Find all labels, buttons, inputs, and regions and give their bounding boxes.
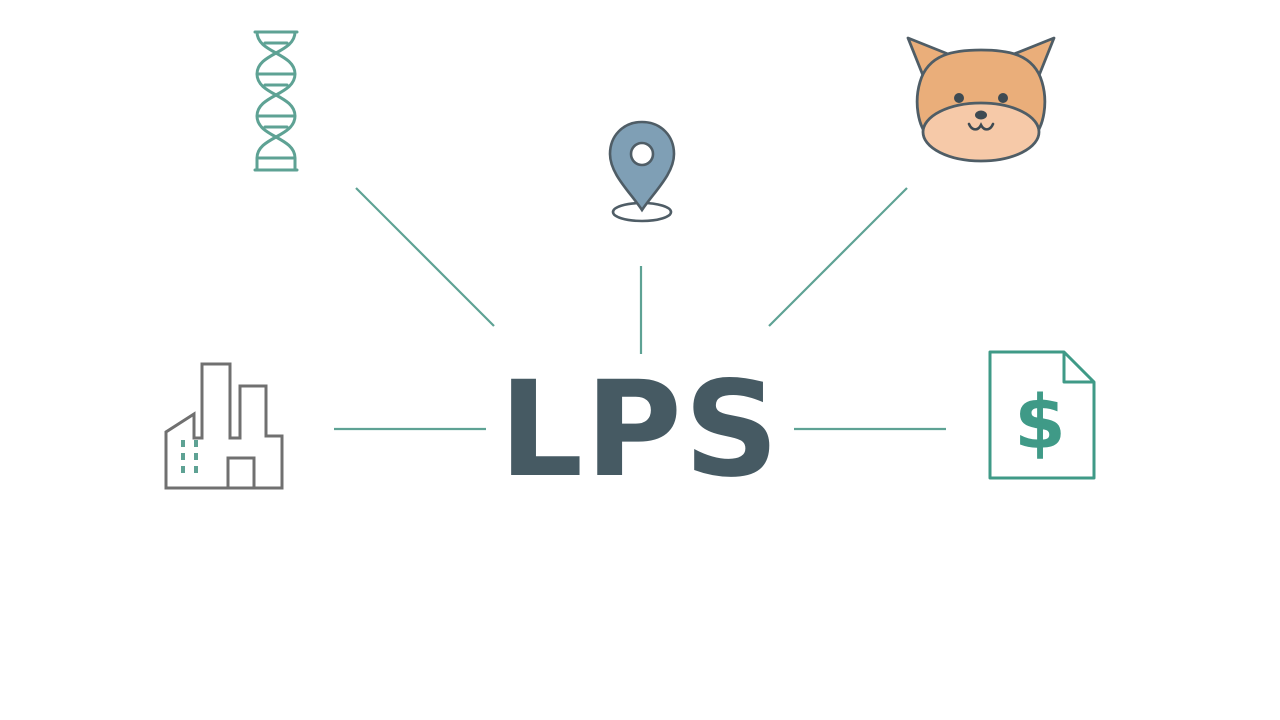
connector-dna (355, 187, 495, 327)
factory-icon (164, 362, 284, 490)
location-pin-icon (608, 120, 676, 223)
connector-animal (768, 187, 908, 327)
center-label: LPS (499, 353, 781, 507)
dog-face-icon (906, 36, 1056, 163)
dna-icon (253, 30, 299, 172)
invoice-dollar-icon: $ (988, 350, 1096, 480)
dollar-symbol: $ (1014, 380, 1066, 466)
